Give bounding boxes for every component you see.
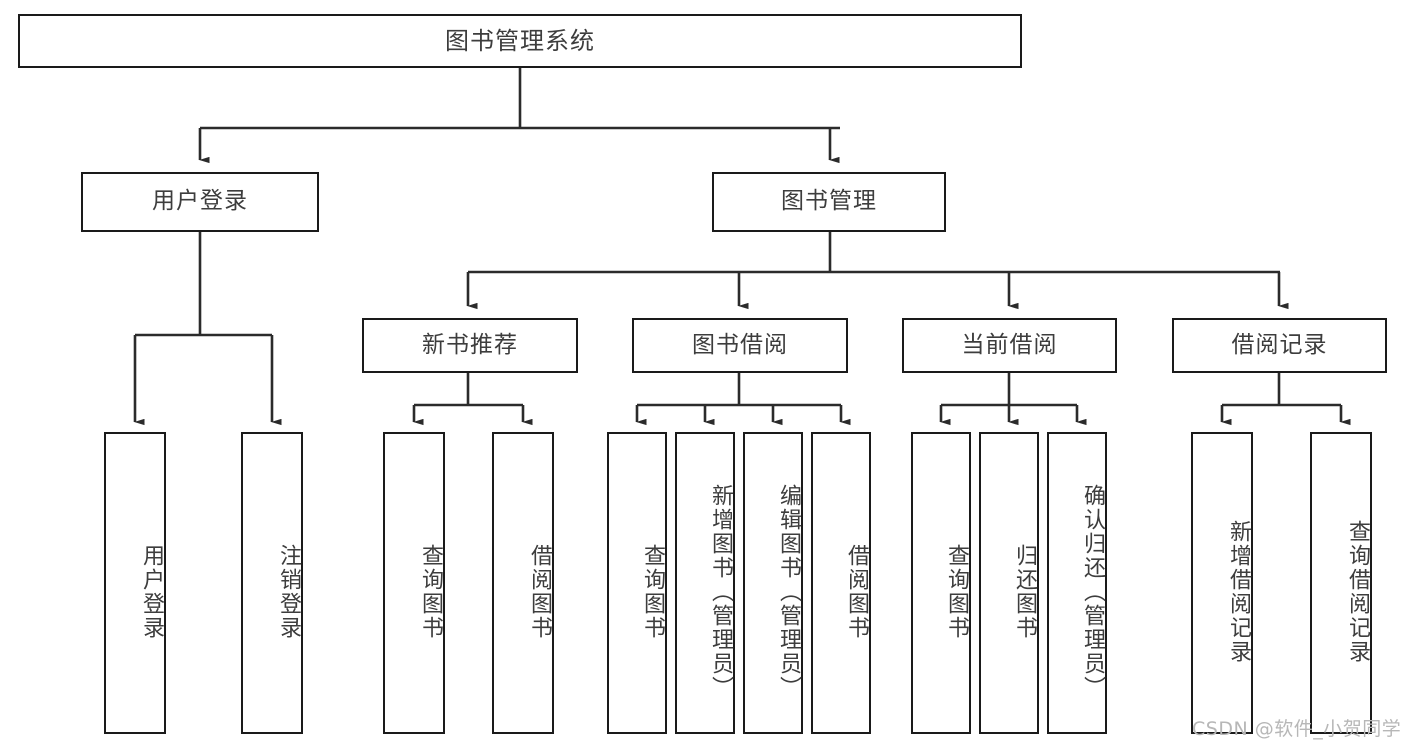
leaf-label: 借阅图书 xyxy=(527,544,552,640)
node-user-login-label: 用户登录 xyxy=(152,188,248,215)
leaf-label: 编辑图书（管理员） xyxy=(776,484,801,700)
node-root-label: 图书管理系统 xyxy=(445,26,595,55)
leaf-book-borrow-query[interactable]: 查询图书 xyxy=(607,432,667,734)
leaf-book-borrow-add[interactable]: 新增图书（管理员） xyxy=(675,432,735,734)
leaf-label: 归还图书 xyxy=(1012,544,1037,640)
leaf-new-book-borrow[interactable]: 借阅图书 xyxy=(492,432,554,734)
leaf-user-login-login[interactable]: 用户登录 xyxy=(104,432,166,734)
leaf-current-borrow-confirm-return[interactable]: 确认归还（管理员） xyxy=(1047,432,1107,734)
leaf-label: 查询图书 xyxy=(640,544,665,640)
node-root[interactable]: 图书管理系统 xyxy=(18,14,1022,68)
leaf-label: 确认归还（管理员） xyxy=(1080,484,1105,700)
leaf-label: 注销登录 xyxy=(276,544,301,640)
node-user-login[interactable]: 用户登录 xyxy=(81,172,319,232)
leaf-label: 查询图书 xyxy=(944,544,969,640)
leaf-user-login-logout[interactable]: 注销登录 xyxy=(241,432,303,734)
node-borrow-record-label: 借阅记录 xyxy=(1231,331,1328,358)
leaf-borrow-record-add[interactable]: 新增借阅记录 xyxy=(1191,432,1253,734)
node-book-management[interactable]: 图书管理 xyxy=(712,172,946,232)
leaf-current-borrow-query[interactable]: 查询图书 xyxy=(911,432,971,734)
leaf-book-borrow-borrow[interactable]: 借阅图书 xyxy=(811,432,871,734)
node-book-management-label: 图书管理 xyxy=(781,188,877,215)
node-borrow-record[interactable]: 借阅记录 xyxy=(1172,318,1387,373)
leaf-borrow-record-query[interactable]: 查询借阅记录 xyxy=(1310,432,1372,734)
leaf-label: 查询图书 xyxy=(418,544,443,640)
leaf-label: 用户登录 xyxy=(139,544,164,640)
node-new-book-recommend[interactable]: 新书推荐 xyxy=(362,318,578,373)
leaf-label: 新增图书（管理员） xyxy=(708,484,733,700)
leaf-new-book-query[interactable]: 查询图书 xyxy=(383,432,445,734)
node-current-borrow-label: 当前借阅 xyxy=(961,331,1058,358)
node-book-borrow[interactable]: 图书借阅 xyxy=(632,318,848,373)
leaf-label: 查询借阅记录 xyxy=(1345,520,1370,664)
leaf-label: 借阅图书 xyxy=(844,544,869,640)
leaf-label: 新增借阅记录 xyxy=(1226,520,1251,664)
node-current-borrow[interactable]: 当前借阅 xyxy=(902,318,1117,373)
node-new-book-recommend-label: 新书推荐 xyxy=(422,331,518,358)
csdn-watermark: CSDN @软件_小贺同学 xyxy=(1192,718,1402,740)
leaf-current-borrow-return[interactable]: 归还图书 xyxy=(979,432,1039,734)
node-book-borrow-label: 图书借阅 xyxy=(692,331,788,358)
leaf-book-borrow-edit[interactable]: 编辑图书（管理员） xyxy=(743,432,803,734)
